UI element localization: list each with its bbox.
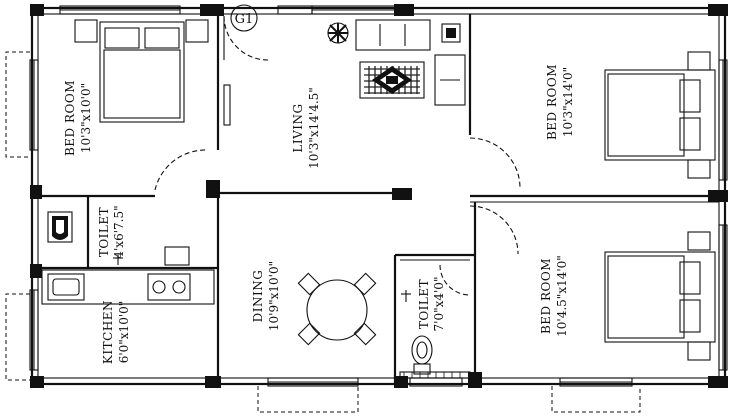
room-label-toilet-west: TOILET 4'x6'7.5" xyxy=(97,205,126,258)
threshold-strip xyxy=(399,371,471,379)
room-label-bed-nw: BED ROOM 10'3"x10'0" xyxy=(63,80,93,156)
room-name: BED ROOM xyxy=(545,64,559,140)
interior-walls xyxy=(38,14,719,384)
room-label-bed-ne: BED ROOM 10'3"x14'0" xyxy=(545,64,575,140)
room-name: BED ROOM xyxy=(63,80,77,156)
room-label-kitchen: KITCHEN 6'0"x10'0" xyxy=(101,300,131,364)
doors xyxy=(154,15,521,296)
sofa-set xyxy=(355,19,466,106)
grid-marker: G1 xyxy=(230,4,258,32)
bed-nw xyxy=(74,19,209,123)
bed-ne xyxy=(604,51,716,179)
room-name: TOILET xyxy=(417,279,431,329)
room-name: TOILET xyxy=(97,207,111,257)
plant-icon xyxy=(327,22,349,44)
grid-marker-label: G1 xyxy=(235,12,254,27)
room-name: DINING xyxy=(251,270,265,323)
bed-se xyxy=(604,231,716,361)
tap-icon-west xyxy=(113,255,123,265)
rug-pattern xyxy=(359,61,425,99)
room-size: 10'3"x14'4.5" xyxy=(307,87,321,169)
wc-fixture-center xyxy=(411,335,433,375)
room-name: BED ROOM xyxy=(539,258,553,334)
dining-table xyxy=(297,272,377,346)
room-size: 10'4.5"x14'0" xyxy=(555,255,569,337)
room-size: 10'3"x10'0" xyxy=(79,83,93,153)
room-label-toilet-center: TOILET 7'0"x4'0" xyxy=(417,277,446,332)
room-label-bed-se: BED ROOM 10'4.5"x14'0" xyxy=(539,255,569,337)
room-size: 10'3"x14'0" xyxy=(561,67,575,137)
kitchen-counter xyxy=(41,246,215,305)
sunshades xyxy=(5,51,641,413)
room-label-living: LIVING 10'3"x14'4.5" xyxy=(291,87,321,169)
room-size: 10'9"x10'0" xyxy=(267,261,281,331)
room-name: LIVING xyxy=(291,103,305,152)
columns xyxy=(30,4,728,388)
room-label-dining: DINING 10'9"x10'0" xyxy=(251,261,281,331)
room-size: 6'0"x10'0" xyxy=(117,301,131,364)
tap-icon-center xyxy=(401,290,411,302)
room-size: 7'0"x4'0" xyxy=(432,277,446,332)
lamp-table-icon xyxy=(441,23,461,43)
windows xyxy=(29,5,728,387)
room-name: KITCHEN xyxy=(101,300,115,364)
room-size: 4'x6'7.5" xyxy=(112,205,126,258)
wc-fixture-west xyxy=(47,211,73,243)
